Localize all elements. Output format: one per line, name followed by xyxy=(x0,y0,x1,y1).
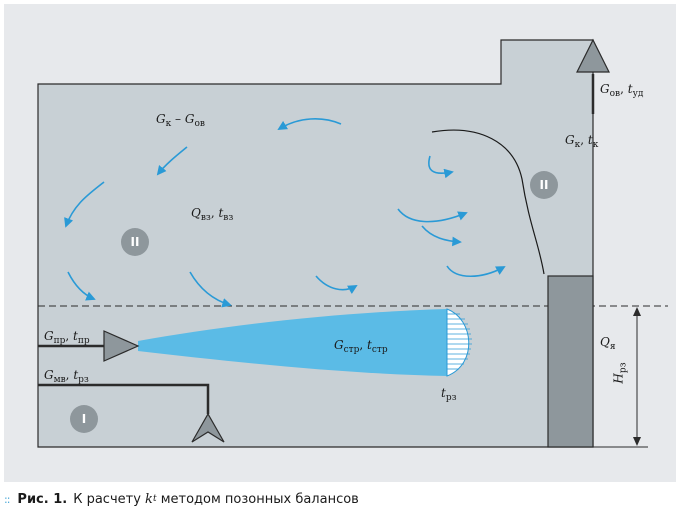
diagram-panel: II II I Gк – Gов Qвз, tвз Gов, tуд Gк, t… xyxy=(4,4,676,482)
zone-2-left-badge: II xyxy=(121,228,149,256)
caption-k-subscript: t xyxy=(152,494,157,504)
label-gk-tk: Gк, tк xyxy=(565,133,599,150)
label-gstr-tstr: Gстр, tстр xyxy=(334,338,388,355)
caption-figure-number: Рис. 1. xyxy=(17,491,68,507)
supply-jet xyxy=(138,309,447,376)
height-dimension-top-arrow xyxy=(633,307,641,316)
zone-2-right-badge: II xyxy=(530,171,558,199)
zone-1-badge: I xyxy=(70,405,98,433)
mech-vent-duct xyxy=(38,383,210,414)
label-hrz: Hрз xyxy=(611,362,629,384)
caption-text-after: методом позонных балансов xyxy=(160,491,359,507)
diagram-canvas xyxy=(37,38,668,448)
supply-nozzle xyxy=(103,330,140,362)
exhaust-arrow-head xyxy=(576,38,610,73)
height-dimension-bottom-arrow xyxy=(633,437,641,446)
caption-k-symbol: k xyxy=(145,491,153,507)
label-qya: Qя xyxy=(600,335,616,352)
caption-text-before: К расчету xyxy=(73,491,141,507)
label-gov-tud: Gов, tуд xyxy=(600,82,644,99)
caption-dots-icon: :: xyxy=(4,492,11,506)
label-trz: tрз xyxy=(441,386,457,403)
label-qvz-tvz: Qвз, tвз xyxy=(191,206,234,223)
zone-boundary-curve xyxy=(431,129,545,275)
equipment-column xyxy=(547,275,594,448)
label-gk-minus-gov: Gк – Gов xyxy=(156,112,205,129)
label-gpr-tpr: Gпр, tпр xyxy=(44,329,90,346)
circulation-arrows xyxy=(64,118,506,308)
mech-vent-diffuser xyxy=(191,412,225,443)
label-gmv-trz: Gмв, tрз xyxy=(44,368,89,385)
